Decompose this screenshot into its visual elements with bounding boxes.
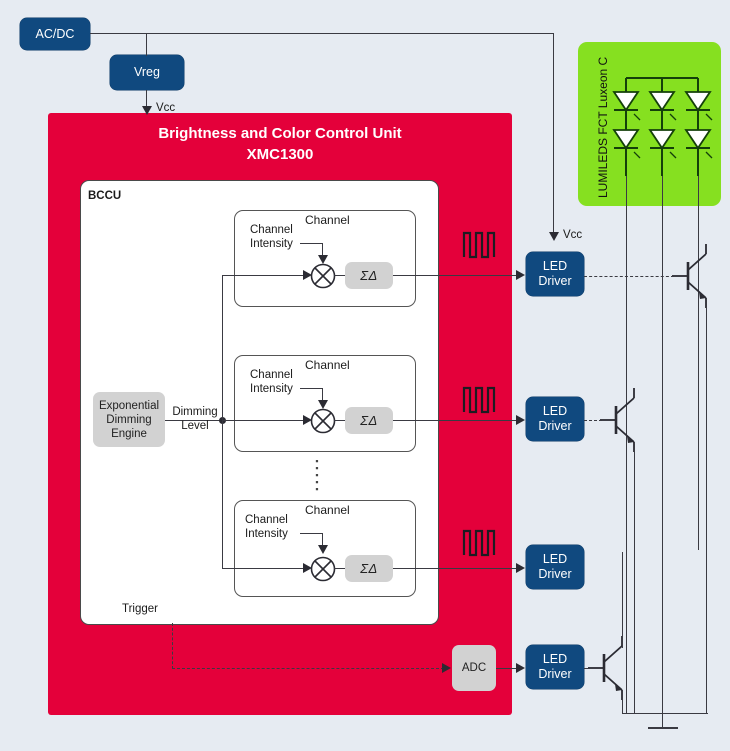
acdc-block[interactable]: AC/DC [20,18,90,50]
transistor-1 [672,244,707,308]
arrow-driver-3 [516,563,525,573]
wire-dim-to-mixer-3 [222,568,305,569]
wire-dimming-bus [222,275,223,569]
arrow-vcc-left [142,106,152,115]
adc-block[interactable]: ADC [452,645,496,691]
wire-driver2-base [584,420,602,421]
wire-acdc-to-vreg [146,33,147,56]
arrow-dim-mixer-3 [303,563,312,573]
pwm-waveform-icon-1 [462,231,496,259]
channel-intensity-label-3: Channel Intensity [245,514,288,540]
wire-transistor3-collector [622,552,623,648]
wire-dim-to-mixer-2 [222,420,305,421]
unit-title-line1: Brightness and Color Control Unit [158,125,402,142]
wire-intensity-3 [300,533,323,534]
wire-intensity-2 [300,388,323,389]
ground-stem [662,713,663,727]
led-driver-1[interactable]: LED Driver [526,252,584,296]
led-driver-4[interactable]: LED Driver [526,645,584,689]
led-array-symbols [612,77,713,176]
wire-intensity-drop-2 [322,388,323,406]
wire-acdc-to-right [90,33,554,34]
channel-ellipsis: ▪▪▪▪▪ [315,456,319,494]
channel-title-3: Channel [305,503,350,517]
wire-dim-to-mixer-1 [222,275,305,276]
sigma-delta-modulator-2[interactable]: ΣΔ [345,407,393,434]
wire-transistor2-emitter [634,444,635,714]
wire-driver1-base [584,276,674,277]
channel-intensity-label-2: Channel Intensity [250,369,293,395]
wire-transistor3-emitter [622,690,623,714]
modulator-symbol-1: ΣΔ [360,267,378,283]
led-driver-label-1: LED Driver [538,259,572,288]
vreg-label: Vreg [134,65,160,79]
transistor-2 [600,388,635,452]
led-driver-2[interactable]: LED Driver [526,397,584,441]
wire-intensity-1 [300,243,323,244]
modulator-symbol-2: ΣΔ [360,412,378,428]
wire-adc-driver [496,668,522,669]
arrow-dim-mixer-2 [303,415,312,425]
ground-rail [622,713,708,714]
wire-dimming-out [165,420,223,421]
pwm-waveform-icon-2 [462,386,496,414]
arrow-intensity-2 [318,400,328,409]
sigma-delta-modulator-3[interactable]: ΣΔ [345,555,393,582]
arrow-driver-2 [516,415,525,425]
multiplier-2 [310,408,336,434]
dimming-level-label: Dimming Level [172,406,218,432]
arrow-trigger-adc [442,663,451,673]
sigma-delta-modulator-1[interactable]: ΣΔ [345,262,393,289]
led-driver-label-3: LED Driver [538,552,572,581]
wire-mod-out-1 [393,275,523,276]
led-driver-label-4: LED Driver [538,652,572,681]
vcc-label-right: Vcc [563,229,583,241]
ground-symbol [648,727,678,729]
led-driver-label-2: LED Driver [538,404,572,433]
arrow-dim-mixer-1 [303,270,312,280]
channel-title-1: Channel [305,213,350,227]
wire-right-vcc-drop [553,33,554,238]
wire-mixer-mod-3 [334,568,346,569]
led-driver-3[interactable]: LED Driver [526,545,584,589]
channel-intensity-label-1: Channel Intensity [250,224,293,250]
wire-mod-out-2 [393,420,523,421]
wire-intensity-drop-1 [322,243,323,261]
bccu-label: BCCU [88,190,122,202]
multiplier-1 [310,263,336,289]
unit-title: Brightness and Color Control Unit XMC130… [48,123,512,165]
modulator-symbol-3: ΣΔ [360,560,378,576]
exponential-dimming-engine[interactable]: Exponential Dimming Engine [93,392,165,447]
led-column-wire-2 [662,176,663,714]
vreg-block[interactable]: Vreg [110,55,184,90]
adc-label: ADC [461,662,487,674]
exp-engine-label: Exponential Dimming Engine [98,399,160,440]
wire-vreg-to-unit [146,90,147,111]
vcc-label-left: Vcc [156,102,176,114]
arrow-right-vcc [549,232,559,241]
wire-transistor1-emitter [706,300,707,714]
led-column-wire-1 [626,176,627,714]
wire-mod-out-3 [393,568,523,569]
led-column-wire-3 [698,176,699,550]
wire-trigger-right [172,668,444,669]
wire-intensity-drop-3 [322,533,323,551]
pwm-waveform-icon-3 [462,529,496,557]
multiplier-3 [310,556,336,582]
arrow-intensity-1 [318,255,328,264]
transistor-3 [588,636,623,700]
channel-title-2: Channel [305,358,350,372]
trigger-label: Trigger [122,603,158,615]
wire-trigger-down [172,623,173,669]
unit-title-line2: XMC1300 [246,146,314,163]
acdc-label: AC/DC [35,26,75,41]
arrow-driver-1 [516,270,525,280]
arrow-adc-driver [516,663,525,673]
arrow-intensity-3 [318,545,328,554]
wire-driver4-base [584,668,590,669]
wire-mixer-mod-2 [334,420,346,421]
wire-mixer-mod-1 [334,275,346,276]
